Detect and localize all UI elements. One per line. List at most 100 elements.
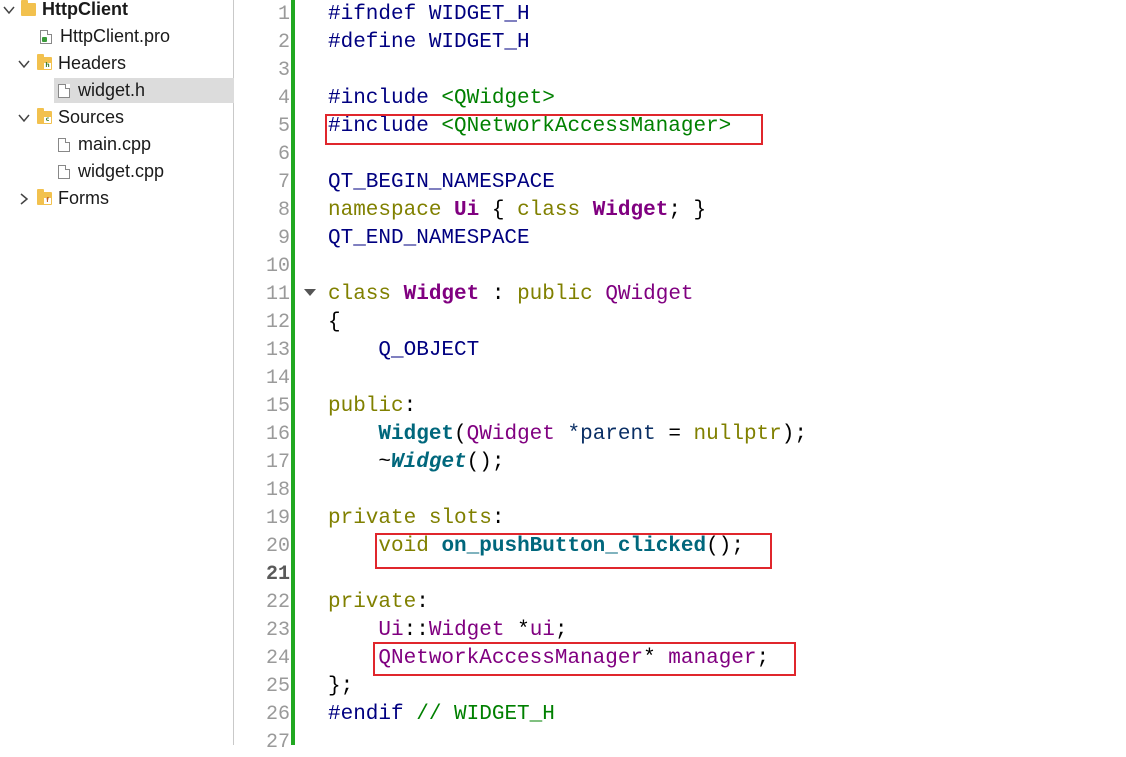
chevron-down-icon[interactable]: [3, 4, 15, 16]
tree-item-httpclient-pro[interactable]: HttpClient.pro: [40, 24, 170, 49]
chevron-down-icon[interactable]: [18, 112, 30, 124]
code-token: ;: [668, 199, 681, 222]
code-token: #endif: [328, 703, 404, 726]
code-token: nullptr: [693, 423, 782, 446]
tree-item-widget-cpp[interactable]: widget.cpp: [58, 159, 164, 184]
code-line[interactable]: Q_OBJECT: [328, 337, 479, 365]
code-token: slots: [428, 507, 492, 530]
code-line[interactable]: void on_pushButton_clicked();: [328, 533, 744, 561]
tree-item-main-cpp[interactable]: main.cpp: [58, 132, 151, 157]
code-token: <QWidget>: [428, 87, 555, 110]
code-token: manager: [668, 647, 757, 670]
headers-folder-icon: h: [37, 54, 52, 70]
code-token: };: [328, 675, 354, 698]
code-line[interactable]: Widget(QWidget *parent = nullptr);: [328, 421, 807, 449]
code-token: #ifndef: [328, 3, 417, 26]
chevron-down-icon[interactable]: [18, 58, 30, 70]
line-number: 1: [277, 3, 290, 26]
line-number: 19: [265, 507, 290, 530]
code-line[interactable]: namespace Ui { class Widget; }: [328, 197, 706, 225]
code-line[interactable]: };: [328, 673, 353, 701]
line-number: 24: [265, 647, 290, 670]
code-token: ;: [756, 647, 770, 670]
code-token: private: [328, 507, 417, 530]
code-token: class: [328, 283, 392, 306]
line-number: 16: [265, 423, 290, 446]
code-token: QNetworkAccessManager: [378, 647, 644, 670]
code-line[interactable]: private slots:: [328, 505, 504, 533]
code-line[interactable]: QT_END_NAMESPACE: [328, 225, 530, 253]
code-token: :: [491, 507, 505, 530]
code-token: Ui: [378, 619, 404, 642]
code-token: *: [643, 647, 656, 670]
header-file-icon: [58, 83, 70, 98]
line-number: 6: [277, 143, 290, 166]
code-line[interactable]: Ui::Widget *ui;: [328, 617, 568, 645]
code-line[interactable]: public:: [328, 393, 416, 421]
highlight-box-slot: [375, 533, 772, 569]
source-file-icon: [58, 164, 70, 179]
tree-item-label: widget.h: [78, 80, 146, 100]
line-number: 20: [265, 535, 290, 558]
fold-arrow-icon[interactable]: [304, 289, 316, 296]
code-line[interactable]: #endif // WIDGET_H: [328, 701, 555, 729]
code-token: :: [403, 395, 417, 418]
code-token: :: [416, 591, 429, 614]
highlight-box-manager: [373, 642, 796, 676]
tree-root-httpclient[interactable]: HttpClient: [0, 0, 128, 22]
line-number: 25: [265, 675, 290, 698]
modified-lines-bar: [291, 0, 295, 745]
code-line[interactable]: private:: [328, 589, 429, 617]
code-line[interactable]: #ifndef WIDGET_H: [328, 1, 530, 29]
code-token: }: [693, 199, 707, 222]
code-token: ~: [378, 451, 392, 474]
code-line[interactable]: QNetworkAccessManager* manager;: [328, 645, 769, 673]
code-token: *: [517, 619, 530, 642]
line-number: 23: [265, 619, 290, 642]
code-token: {: [491, 199, 505, 222]
code-line[interactable]: {: [328, 309, 341, 337]
code-token: #define: [328, 31, 417, 54]
line-number: 13: [265, 339, 290, 362]
code-line[interactable]: #define WIDGET_H: [328, 29, 530, 57]
tree-item-label: Sources: [58, 107, 125, 127]
forms-folder-icon: f: [37, 189, 52, 205]
line-number: 4: [277, 87, 290, 110]
tree-item-label: main.cpp: [78, 134, 152, 154]
code-line[interactable]: #include <QWidget>: [328, 85, 555, 113]
code-line[interactable]: QT_BEGIN_NAMESPACE: [328, 169, 555, 197]
line-number: 12: [265, 311, 290, 334]
code-line[interactable]: ~Widget();: [328, 449, 504, 477]
line-number: 22: [265, 591, 290, 614]
code-token: ;: [554, 619, 568, 642]
tree-item-forms[interactable]: f Forms: [18, 186, 109, 211]
code-token: ();: [706, 535, 744, 558]
sources-folder-icon: c: [37, 108, 52, 124]
line-number: 18: [265, 479, 290, 502]
code-line[interactable]: #include <QNetworkAccessManager>: [328, 113, 731, 141]
tree-item-label: Headers: [58, 53, 127, 73]
line-number: 5: [277, 115, 290, 138]
code-token: private: [328, 591, 417, 614]
code-token: QT_BEGIN_NAMESPACE: [328, 171, 555, 194]
code-token: #include: [328, 115, 429, 138]
line-number: 15: [265, 395, 290, 418]
code-token: =: [668, 423, 681, 446]
code-token: Widget: [592, 199, 669, 222]
line-number: 2: [277, 31, 290, 54]
chevron-right-icon[interactable]: [18, 192, 30, 205]
highlight-box-include: [325, 114, 763, 145]
project-tree: HttpClient HttpClient.pro h Headers widg…: [0, 0, 234, 745]
tree-item-widget-h[interactable]: widget.h: [54, 78, 234, 103]
line-number: 26: [265, 703, 290, 726]
line-number: 17: [265, 451, 290, 474]
tree-item-headers[interactable]: h Headers: [18, 51, 126, 76]
tree-item-sources[interactable]: c Sources: [18, 105, 124, 130]
line-number: 10: [265, 255, 290, 278]
code-line[interactable]: class Widget : public QWidget: [328, 281, 694, 309]
line-number-gutter: [235, 0, 295, 745]
code-token: namespace: [328, 199, 442, 222]
code-token: Widget: [391, 451, 467, 474]
code-token: QWidget: [466, 423, 555, 446]
line-number: 11: [265, 283, 290, 306]
